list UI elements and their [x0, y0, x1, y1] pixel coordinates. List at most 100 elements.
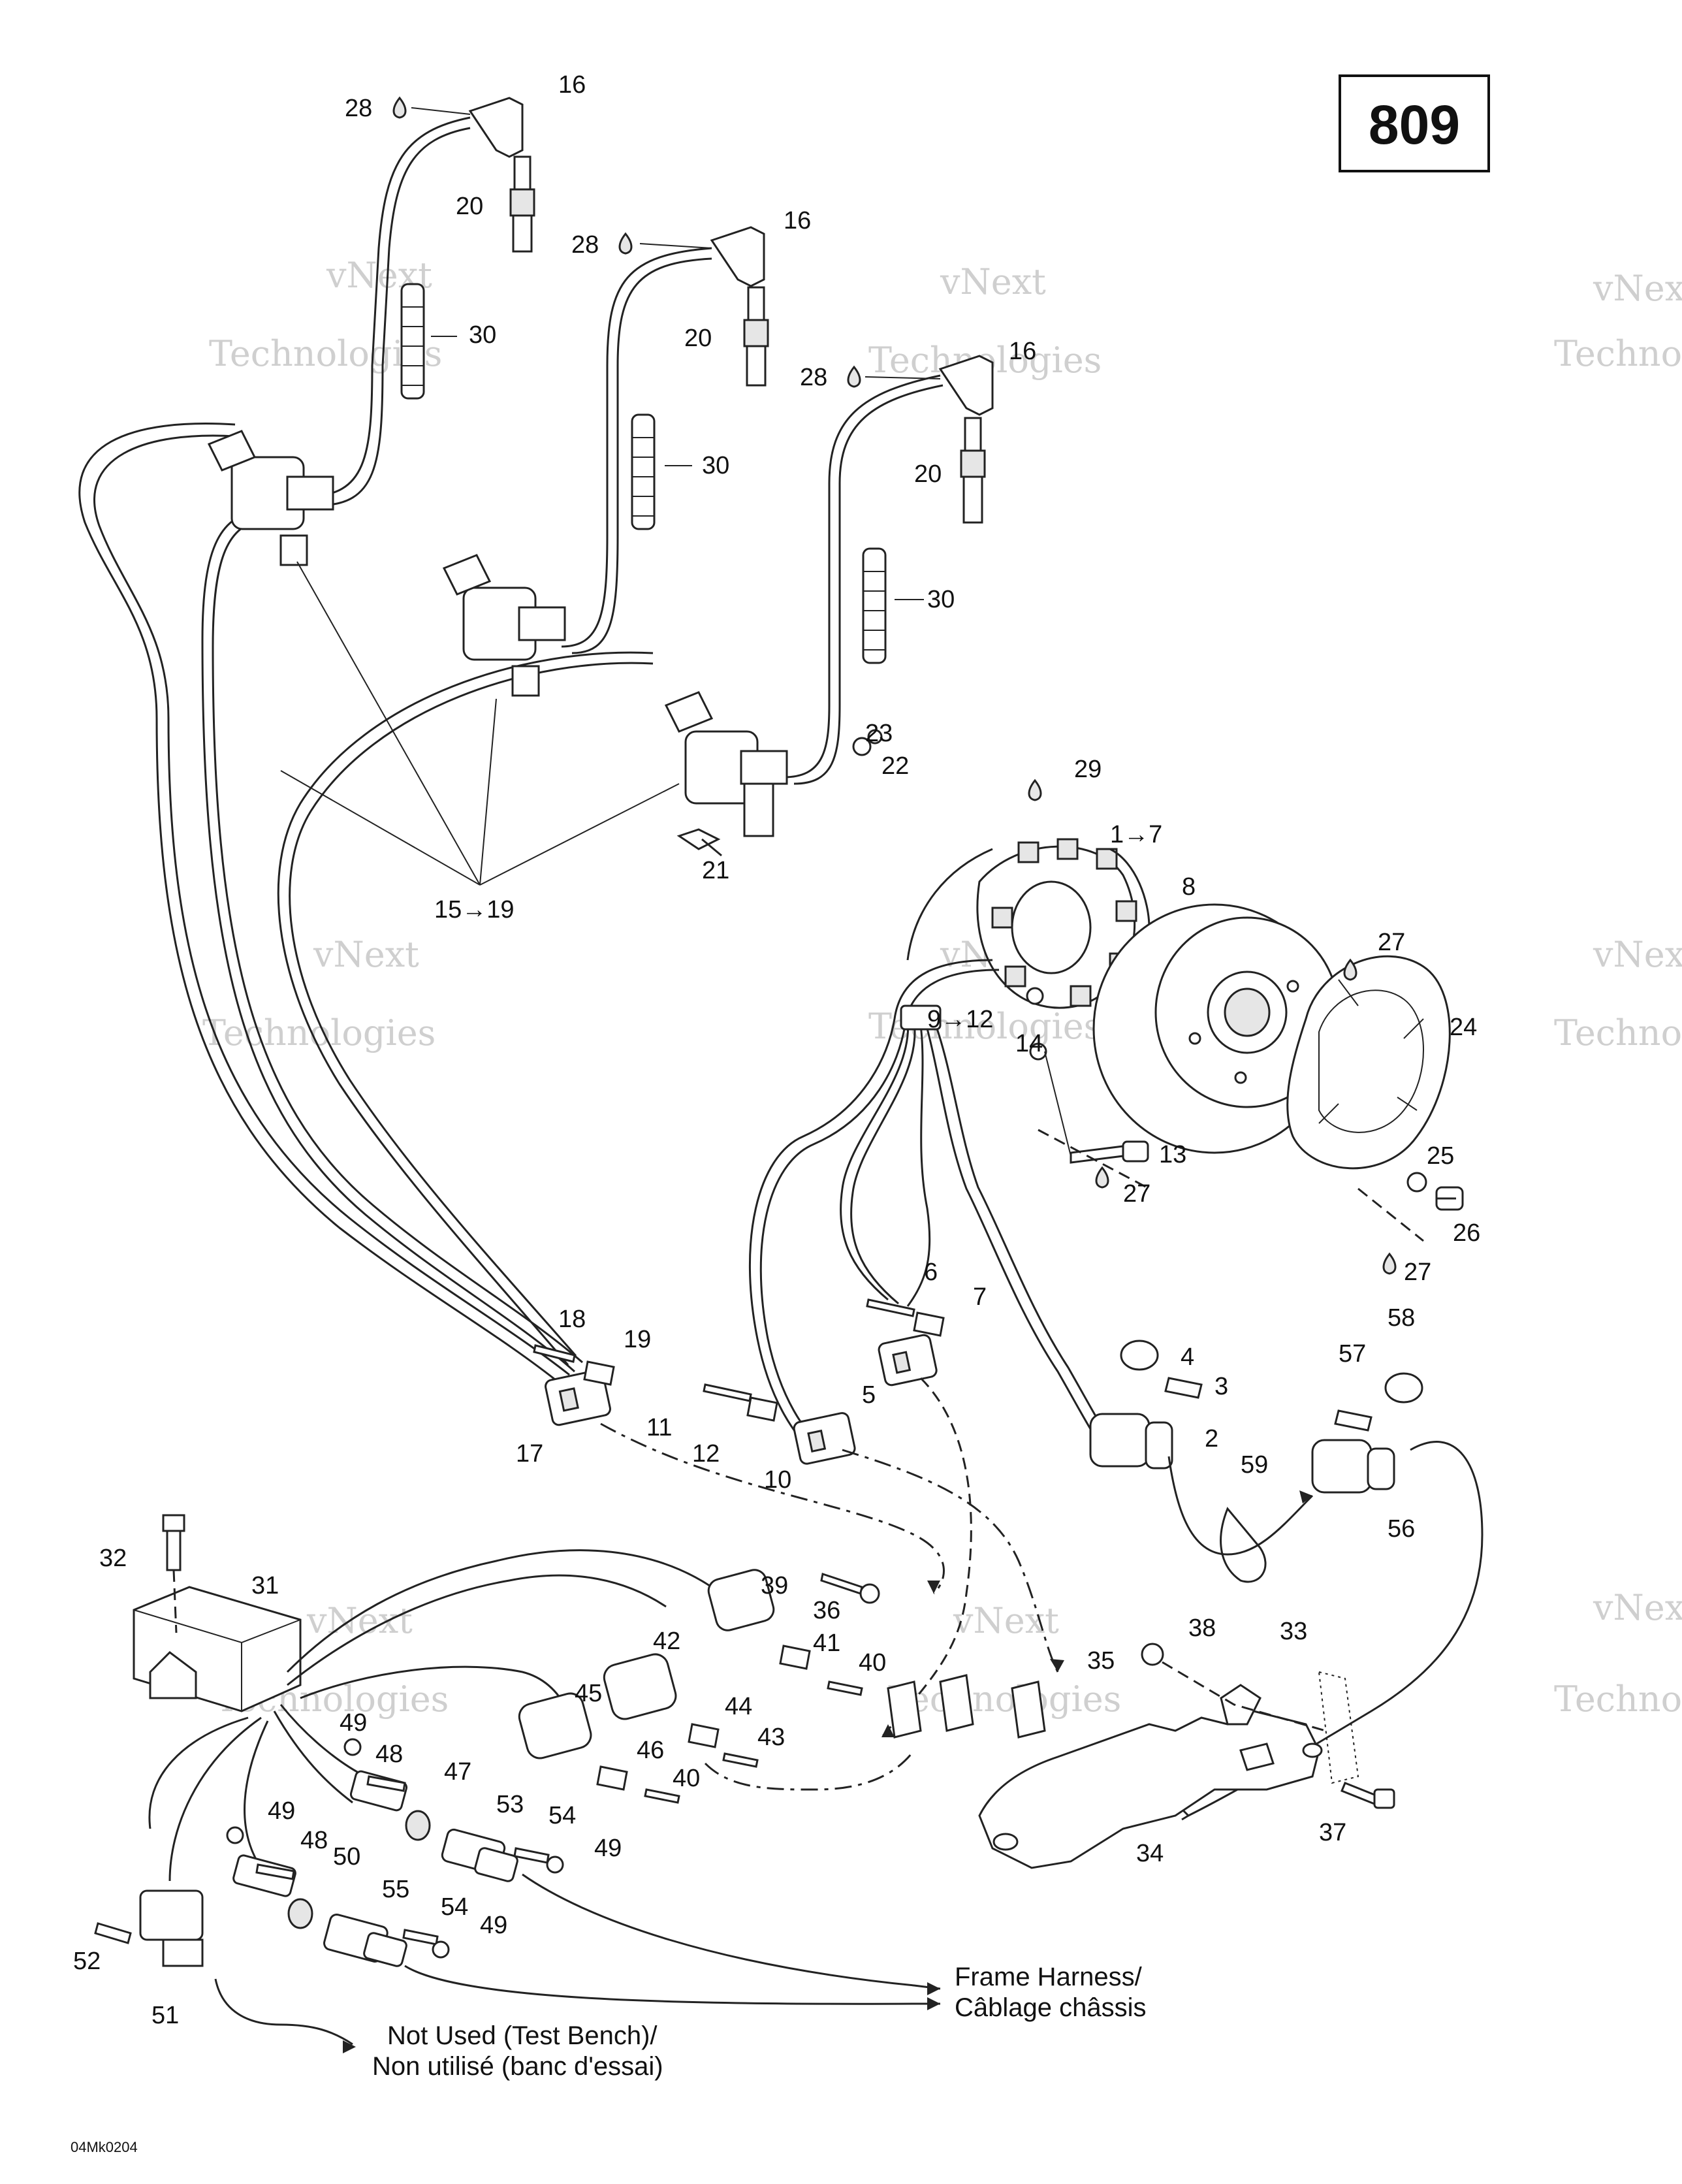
drop-28a — [392, 96, 407, 119]
spark-plug-cap-group — [468, 97, 994, 416]
spark-plug-1 — [509, 155, 535, 253]
callout-24: 24 — [1450, 1014, 1477, 1041]
connector-10 — [793, 1412, 856, 1465]
callout-labels: 16 28 20 16 28 20 30 16 28 30 20 30 23 2… — [73, 71, 1480, 2029]
bolt-32 — [162, 1514, 185, 1633]
bolt-13 — [1070, 1140, 1149, 1164]
terminal-18 — [533, 1344, 576, 1363]
spark-plug-cap-3 — [938, 355, 994, 416]
callout-14: 14 — [1015, 1030, 1043, 1057]
nut-22 — [852, 737, 872, 756]
watermark-3a: vNext — [1593, 268, 1682, 309]
callout-28c: 28 — [800, 364, 827, 391]
callout-49b: 49 — [594, 1835, 622, 1862]
connector-17 — [545, 1369, 611, 1426]
rivet-36 — [820, 1573, 880, 1604]
nut-38 — [1141, 1643, 1164, 1666]
callout-45: 45 — [575, 1680, 602, 1707]
connector-group — [545, 1334, 1395, 1494]
terminal-52 — [94, 1922, 132, 1944]
ignition-wires — [78, 116, 944, 1386]
sleeve-3 — [862, 547, 887, 664]
callout-2: 2 — [1205, 1425, 1218, 1453]
drop-27b — [1095, 1166, 1109, 1189]
callout-52: 52 — [73, 1948, 101, 1975]
callout-55: 55 — [382, 1876, 409, 1903]
watermarks: vNext Technologies vNext Technologies vN… — [202, 255, 1682, 1720]
terminal-46 — [596, 1765, 628, 1791]
drop-28c — [847, 365, 861, 388]
callout-10: 10 — [764, 1466, 791, 1494]
callout-30b: 30 — [702, 452, 729, 479]
callout-26: 26 — [1453, 1219, 1480, 1247]
callout-22: 22 — [881, 752, 909, 780]
callout-30a: 30 — [469, 321, 496, 349]
callout-16b: 16 — [784, 207, 811, 234]
watermark-6b: Technologies — [1554, 1012, 1682, 1053]
lubricant-drops — [392, 96, 1397, 1275]
callout-25: 25 — [1427, 1142, 1454, 1170]
callout-41: 41 — [813, 1630, 840, 1657]
sleeve-1 — [400, 283, 425, 400]
ignition-coil-group — [207, 430, 788, 837]
callout-29: 29 — [1074, 756, 1102, 783]
terminal-40a — [827, 1680, 863, 1696]
magneto-wiring — [748, 959, 1122, 1458]
flywheel — [1092, 903, 1340, 1154]
starter-cup — [1286, 955, 1451, 1170]
terminal-19 — [583, 1360, 615, 1386]
bolt-37 — [1341, 1782, 1395, 1809]
callout-7: 7 — [973, 1283, 987, 1311]
callout-54a: 54 — [548, 1802, 576, 1829]
seal-49d — [432, 1940, 450, 1959]
connector-55 — [323, 1914, 407, 1967]
callout-20c: 20 — [914, 460, 942, 488]
callout-5: 5 — [862, 1381, 876, 1409]
arrows — [343, 1490, 1312, 2053]
seal-49a — [343, 1738, 362, 1756]
callout-38: 38 — [1188, 1614, 1216, 1642]
seal-4 — [1120, 1340, 1159, 1371]
note-frame-harness-en: Frame Harness/ — [955, 1963, 1143, 1991]
terminal-11 — [703, 1383, 752, 1402]
callout-40a: 40 — [859, 1649, 886, 1677]
callout-44: 44 — [725, 1693, 752, 1720]
callout-4: 4 — [1181, 1343, 1194, 1371]
drop-28b — [618, 232, 633, 255]
ignition-coil-2 — [442, 554, 566, 697]
callout-57: 57 — [1339, 1340, 1366, 1368]
watermark-9a: vNext — [1593, 1587, 1682, 1628]
callout-28b: 28 — [571, 231, 599, 259]
seal-49b — [546, 1855, 564, 1874]
ignition-coil-3 — [664, 691, 788, 837]
coil-hardware — [676, 729, 883, 857]
spark-plug-3 — [960, 417, 986, 524]
callout-17: 17 — [516, 1440, 543, 1468]
clip-group-35 — [887, 1674, 1046, 1739]
callout-47: 47 — [444, 1758, 471, 1786]
terminal-3 — [1164, 1377, 1203, 1399]
connector-47 — [349, 1770, 431, 1841]
callout-20a: 20 — [456, 193, 483, 220]
callout-19: 19 — [624, 1326, 651, 1353]
callout-21: 21 — [702, 857, 729, 884]
callout-53: 53 — [496, 1791, 524, 1818]
callout-49a: 49 — [340, 1709, 367, 1737]
spark-plug-group — [509, 155, 986, 524]
callout-32: 32 — [99, 1545, 127, 1572]
watermark-3b: Technologies — [1554, 333, 1682, 374]
watermark-4a: vNext — [313, 934, 419, 975]
watermark-2a: vNext — [940, 261, 1046, 302]
drop-27a — [1343, 958, 1357, 981]
drop-29 — [1028, 779, 1042, 801]
callout-27b: 27 — [1123, 1180, 1150, 1208]
seal-49c — [226, 1826, 244, 1844]
callout-11: 11 — [646, 1414, 672, 1441]
callout-43: 43 — [757, 1724, 785, 1751]
connector-53 — [441, 1828, 518, 1882]
callout-33: 33 — [1280, 1618, 1307, 1645]
connector-45 — [518, 1692, 592, 1759]
leader-coils — [280, 561, 680, 886]
connector-39 — [707, 1569, 775, 1631]
